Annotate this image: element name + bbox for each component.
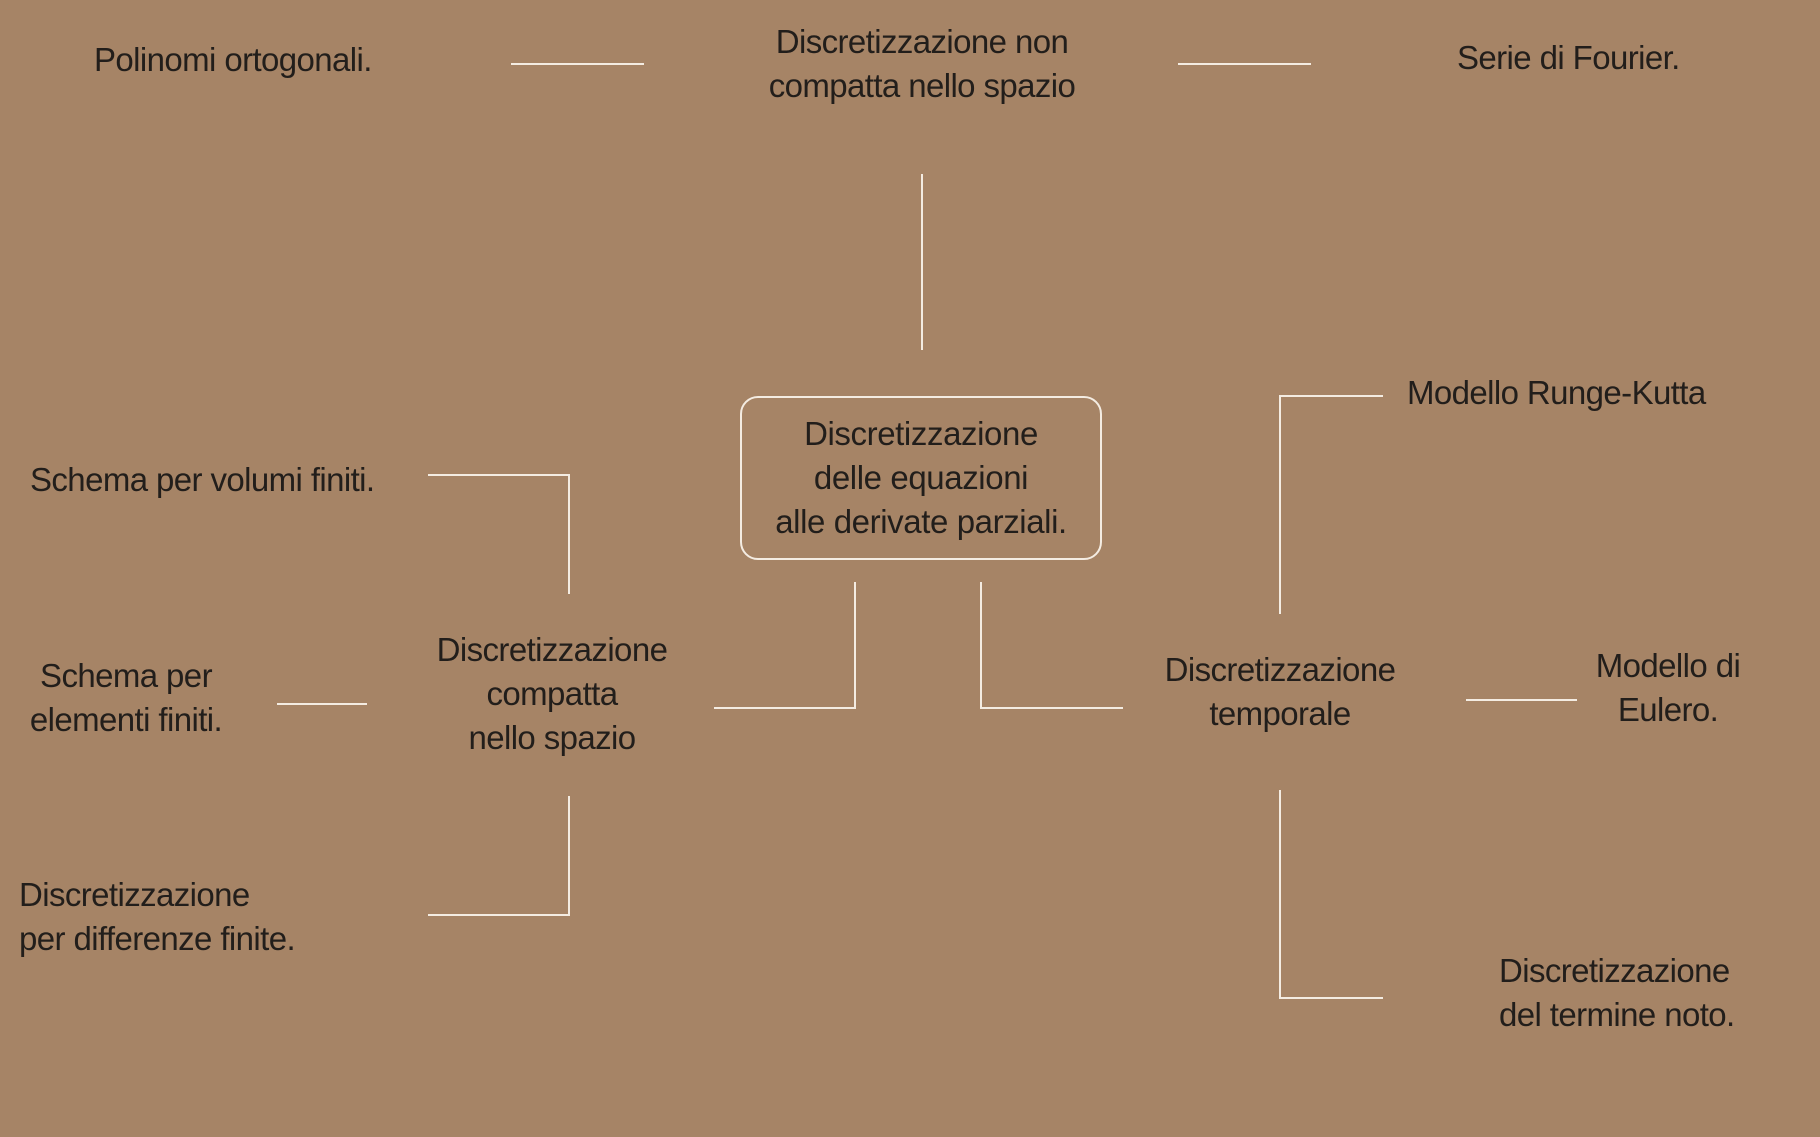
node-label-line: Discretizzazione non bbox=[775, 23, 1069, 60]
node-label-line: nello spazio bbox=[468, 719, 636, 756]
node-label-line: Eulero. bbox=[1617, 691, 1719, 728]
node-compact-space: Discretizzazione compatta nello spazio bbox=[437, 628, 668, 760]
connector-line bbox=[921, 174, 923, 350]
connector-line bbox=[1279, 790, 1281, 999]
node-euler: Modello di Eulero. bbox=[1595, 644, 1741, 732]
node-label-line: temporale bbox=[1209, 695, 1351, 732]
connector-line bbox=[854, 582, 856, 709]
node-finite-differences: Discretizzazione per differenze finite. bbox=[19, 873, 296, 961]
node-non-compact-space: Discretizzazione non compatta nello spaz… bbox=[769, 20, 1076, 108]
node-label-line: Discretizzazione bbox=[1164, 651, 1396, 688]
node-label-line: compatta nello spazio bbox=[768, 67, 1076, 104]
root-node-pde-discretization: Discretizzazione delle equazioni alle de… bbox=[740, 396, 1102, 560]
node-temporal: Discretizzazione temporale bbox=[1165, 648, 1396, 736]
connector-line bbox=[568, 796, 570, 916]
node-label-line: del termine noto. bbox=[1499, 996, 1735, 1033]
node-label-line: elementi finiti. bbox=[29, 701, 223, 738]
node-label-line: Modello di bbox=[1595, 647, 1741, 684]
connector-line bbox=[428, 914, 570, 916]
node-fourier-series: Serie di Fourier. bbox=[1457, 36, 1680, 80]
node-label-line: Discretizzazione bbox=[19, 876, 250, 913]
connector-line bbox=[980, 707, 1123, 709]
connector-line bbox=[277, 703, 367, 705]
node-label-line: Schema per volumi finiti. bbox=[30, 461, 375, 498]
node-orthogonal-polynomials: Polinomi ortogonali. bbox=[94, 38, 372, 82]
node-label-line: delle equazioni bbox=[813, 459, 1029, 496]
connector-line bbox=[1466, 699, 1577, 701]
connector-line bbox=[511, 63, 644, 65]
node-label-line: Discretizzazione bbox=[1499, 952, 1730, 989]
node-label-line: Modello Runge-Kutta bbox=[1407, 374, 1706, 411]
connector-line bbox=[714, 707, 856, 709]
node-label-line: Discretizzazione bbox=[436, 631, 668, 668]
node-runge-kutta: Modello Runge-Kutta bbox=[1407, 371, 1706, 415]
connector-line bbox=[1280, 395, 1383, 397]
node-known-term: Discretizzazione del termine noto. bbox=[1499, 949, 1735, 1037]
node-label-line: Schema per bbox=[40, 657, 213, 694]
node-finite-volumes: Schema per volumi finiti. bbox=[30, 458, 375, 502]
node-label-line: alle derivate parziali. bbox=[775, 503, 1067, 540]
node-label-line: Polinomi ortogonali. bbox=[94, 41, 372, 78]
node-label-line: per differenze finite. bbox=[19, 920, 296, 957]
connector-line bbox=[980, 582, 982, 709]
node-finite-elements: Schema per elementi finiti. bbox=[29, 654, 223, 742]
connector-line bbox=[1279, 395, 1281, 614]
node-label-line: Discretizzazione bbox=[804, 415, 1038, 452]
connector-line bbox=[1178, 63, 1311, 65]
connector-line bbox=[1280, 997, 1383, 999]
node-label-line: Serie di Fourier. bbox=[1457, 39, 1680, 76]
connector-line bbox=[568, 474, 570, 594]
connector-line bbox=[428, 474, 570, 476]
node-label-line: compatta bbox=[486, 675, 619, 712]
